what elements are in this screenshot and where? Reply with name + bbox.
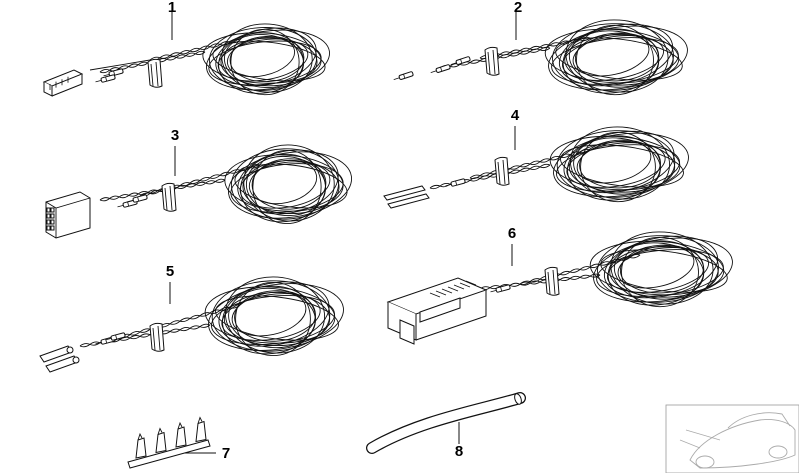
wiring-harness-6 bbox=[386, 231, 733, 345]
wiring-harness-2 bbox=[393, 12, 688, 96]
protective-sleeve-8 bbox=[366, 392, 526, 454]
callout-4: 4 bbox=[510, 107, 520, 124]
car-silhouette-icon bbox=[665, 404, 799, 473]
wiring-harness-1 bbox=[42, 12, 330, 97]
callout-5: 5 bbox=[165, 263, 175, 280]
wiring-harness-3 bbox=[45, 144, 353, 239]
wiring-harness-4 bbox=[383, 126, 689, 209]
callout-3: 3 bbox=[170, 127, 180, 144]
callout-2: 2 bbox=[513, 0, 523, 16]
callout-6: 6 bbox=[507, 225, 517, 242]
callout-8: 8 bbox=[454, 443, 464, 460]
contact-strip-7 bbox=[127, 416, 216, 469]
callout-7: 7 bbox=[221, 445, 231, 462]
wiring-harness-5 bbox=[39, 276, 344, 373]
callout-1: 1 bbox=[167, 0, 177, 16]
